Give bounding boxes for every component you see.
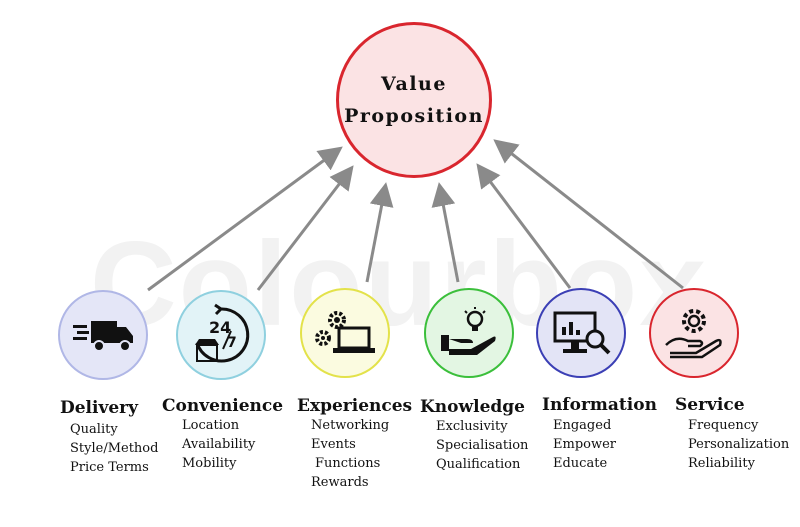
information-item: Educate xyxy=(553,456,608,471)
arrow-information xyxy=(476,163,572,289)
monitor-search-icon xyxy=(553,311,611,355)
experiences-item: Networking xyxy=(311,418,390,433)
service-items: Frequency Personalization Reliability xyxy=(688,416,789,473)
delivery-title: Delivery xyxy=(60,398,139,418)
service-item: Personalization xyxy=(688,437,790,452)
delivery-item: Price Terms xyxy=(70,460,149,475)
experiences-item: Events xyxy=(311,437,356,452)
arrow-knowledge xyxy=(431,182,460,283)
information-items: Engaged Empower Educate xyxy=(553,416,616,473)
24-7-store-icon: 24 7 xyxy=(195,303,250,363)
knowledge-item: Specialisation xyxy=(436,438,529,453)
service-title: Service xyxy=(675,395,745,415)
arrow-service xyxy=(493,139,684,290)
laptop-gears-icon xyxy=(315,311,375,353)
knowledge-items: Exclusivity Specialisation Qualification xyxy=(436,417,528,474)
knowledge-item: Qualification xyxy=(436,457,521,472)
convenience-item: Availability xyxy=(182,437,256,452)
value-proposition-circle: Value Proposition xyxy=(336,22,492,178)
convenience-title: Convenience xyxy=(162,396,284,416)
svg-text:7: 7 xyxy=(227,335,237,351)
delivery-item: Quality xyxy=(70,422,118,437)
gear-hand-icon xyxy=(665,309,722,359)
experiences-item: Rewards xyxy=(311,475,369,490)
information-item: Empower xyxy=(553,437,617,452)
knowledge-circle xyxy=(424,288,514,378)
arrow-delivery xyxy=(147,146,343,292)
experiences-circle xyxy=(300,288,390,378)
delivery-item: Style/Method xyxy=(70,441,159,456)
delivery-items: Quality Style/Method Price Terms xyxy=(70,420,158,477)
arrow-experiences xyxy=(365,182,394,283)
convenience-item: Location xyxy=(182,418,240,433)
delivery-circle xyxy=(58,290,148,380)
service-item: Reliability xyxy=(688,456,755,471)
information-title: Information xyxy=(542,395,657,415)
experiences-item: Functions xyxy=(315,456,381,471)
delivery-truck-icon xyxy=(73,321,133,352)
convenience-items: Location Availability Mobility xyxy=(182,416,255,473)
convenience-item: Mobility xyxy=(182,456,237,471)
experiences-title: Experiences xyxy=(297,396,413,416)
lightbulb-hand-icon xyxy=(441,307,496,355)
center-line2: Proposition xyxy=(344,105,484,127)
information-circle xyxy=(536,288,626,378)
arrow-convenience xyxy=(256,165,354,291)
svg-text:24: 24 xyxy=(209,318,231,337)
knowledge-item: Exclusivity xyxy=(436,419,508,434)
service-circle xyxy=(649,288,739,378)
experiences-items: Networking Events Functions Rewards xyxy=(311,416,389,492)
convenience-circle: 24 7 xyxy=(176,290,266,380)
information-item: Engaged xyxy=(553,418,612,433)
knowledge-title: Knowledge xyxy=(420,397,525,417)
center-line1: Value xyxy=(381,73,447,95)
service-item: Frequency xyxy=(688,418,759,433)
